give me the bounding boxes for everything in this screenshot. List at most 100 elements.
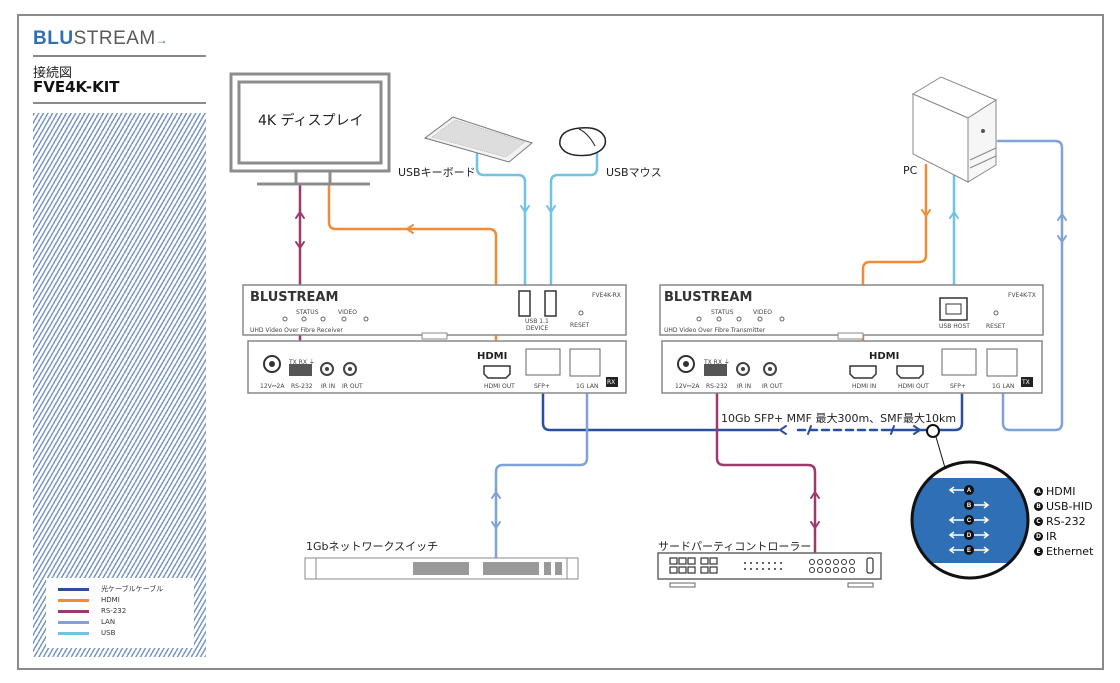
rx-usb-label: USB 1.1	[525, 318, 549, 325]
legend-item: HDMI	[58, 595, 120, 605]
lan-cable-pc	[996, 139, 1064, 432]
transmitter-rear-panel	[661, 340, 1043, 394]
signal-letter: A	[1034, 487, 1043, 496]
mouse-illustration	[559, 126, 607, 157]
rx-port-sfp: SFP+	[534, 383, 550, 390]
tx-port-hdmi-out: HDMI OUT	[898, 383, 929, 390]
legend-swatch	[58, 620, 89, 624]
signal-label: HDMI	[1046, 485, 1076, 498]
rx-model: FVE4K-RX	[592, 292, 621, 299]
legend-swatch	[58, 587, 89, 591]
transmitter-front-panel	[659, 284, 1044, 340]
rx-port-hdmi-out: HDMI OUT	[484, 383, 515, 390]
signal-letter: E	[1034, 547, 1043, 556]
mouse-label: USBマウス	[606, 166, 662, 179]
rx-port-ir-out: IR OUT	[342, 383, 363, 390]
tx-port-ir-in: IR IN	[737, 383, 752, 390]
legend-swatch	[58, 609, 89, 613]
hdmi-port-icon	[849, 365, 877, 379]
rx-brand: BLUSTREAM	[250, 290, 339, 305]
svg-text:A: A	[967, 488, 972, 494]
tx-hdmi-logo: HDMI	[869, 351, 900, 362]
rx-description: UHD Video Over Fibre Receiver	[250, 327, 343, 334]
page-subtitle: 接続図	[33, 66, 73, 81]
keyboard-label: USBキーボード	[398, 166, 476, 179]
legend-item: LAN	[58, 617, 115, 627]
svg-text:D: D	[967, 533, 972, 539]
tx-model: FVE4K-TX	[1008, 292, 1036, 299]
signal-label: RS-232	[1046, 515, 1086, 528]
display-label: 4K ディスプレイ	[258, 113, 364, 129]
controller-illustration	[657, 552, 882, 588]
legend-label: USB	[101, 629, 116, 637]
tx-rs232-pins: TX RX ⏚	[704, 359, 730, 366]
rs232-port-icon	[289, 364, 312, 376]
legend-label: RS-232	[101, 607, 127, 615]
rx-port-power: 12V⎓2A	[260, 383, 285, 390]
rx-hdmi-logo: HDMI	[477, 351, 508, 362]
signal-letter: B	[1034, 502, 1043, 511]
fiber-cable-rx	[541, 381, 780, 432]
rx-port-rs232: RS-232	[291, 383, 313, 390]
divider	[33, 55, 206, 57]
display-illustration	[229, 72, 391, 186]
rx-usb-sub: DEVICE	[526, 325, 549, 332]
controller-label: サードパーティコントローラー	[658, 540, 812, 553]
receiver-rear-panel	[247, 340, 627, 394]
page-title: FVE4K-KIT	[33, 78, 120, 96]
tx-led-status: STATUS	[711, 309, 734, 316]
logo-wave-icon: →	[155, 33, 169, 47]
legend-swatch	[58, 631, 89, 635]
switch-label: 1Gbネットワークスイッチ	[306, 540, 439, 553]
tx-brand: BLUSTREAM	[664, 290, 753, 305]
rs232-cable-controller	[715, 383, 817, 555]
legend-item: RS-232	[58, 606, 126, 616]
fiber-spec-label: 10Gb SFP+ MMF 最大300m、SMF最大10km	[721, 412, 957, 425]
svg-text:C: C	[967, 518, 972, 524]
legend-item: USB	[58, 628, 115, 638]
hdmi-cable-pc	[861, 163, 928, 354]
tx-reset: RESET	[986, 323, 1006, 330]
rx-rs232-pins: TX RX ⏚	[289, 359, 315, 366]
lan-cable-switch	[494, 381, 589, 564]
hdmi-port-icon	[896, 365, 924, 379]
svg-text:B: B	[967, 503, 972, 509]
divider	[33, 102, 206, 104]
legend-label: 光ケーブルケーブル	[101, 585, 164, 593]
legend-label: HDMI	[101, 596, 120, 604]
lan-port-icon	[569, 348, 601, 377]
blustream-logo: BLUSTREAM→	[33, 28, 168, 50]
usb-port-icon	[518, 290, 531, 317]
network-switch-illustration	[304, 557, 579, 580]
sfp-port-icon	[941, 348, 977, 376]
rx-reset: RESET	[570, 322, 590, 329]
tx-port-ir-out: IR OUT	[762, 383, 783, 390]
signal-label: USB-HID	[1046, 500, 1093, 513]
tx-port-hdmi-in: HDMI IN	[852, 383, 877, 390]
keyboard-illustration	[423, 116, 534, 163]
lan-port-icon	[986, 348, 1018, 377]
pc-label: PC	[903, 164, 918, 177]
rx-badge: RX	[607, 379, 616, 386]
usb-cable-mouse	[549, 148, 599, 292]
signal-label: Ethernet	[1046, 545, 1094, 558]
rx-port-ir-in: IR IN	[321, 383, 336, 390]
signal-letter: D	[1034, 532, 1043, 541]
rx-led-status: STATUS	[296, 309, 319, 316]
tx-badge: TX	[1022, 379, 1030, 386]
fiber-cable-tx	[888, 381, 964, 432]
rx-led-video: VIDEO	[338, 309, 358, 316]
legend-item: 光ケーブルケーブル	[58, 584, 163, 594]
rs232-port-icon	[704, 364, 727, 376]
signal-label: IR	[1046, 530, 1057, 543]
legend-swatch	[58, 598, 89, 602]
signal-letter: C	[1034, 517, 1043, 526]
